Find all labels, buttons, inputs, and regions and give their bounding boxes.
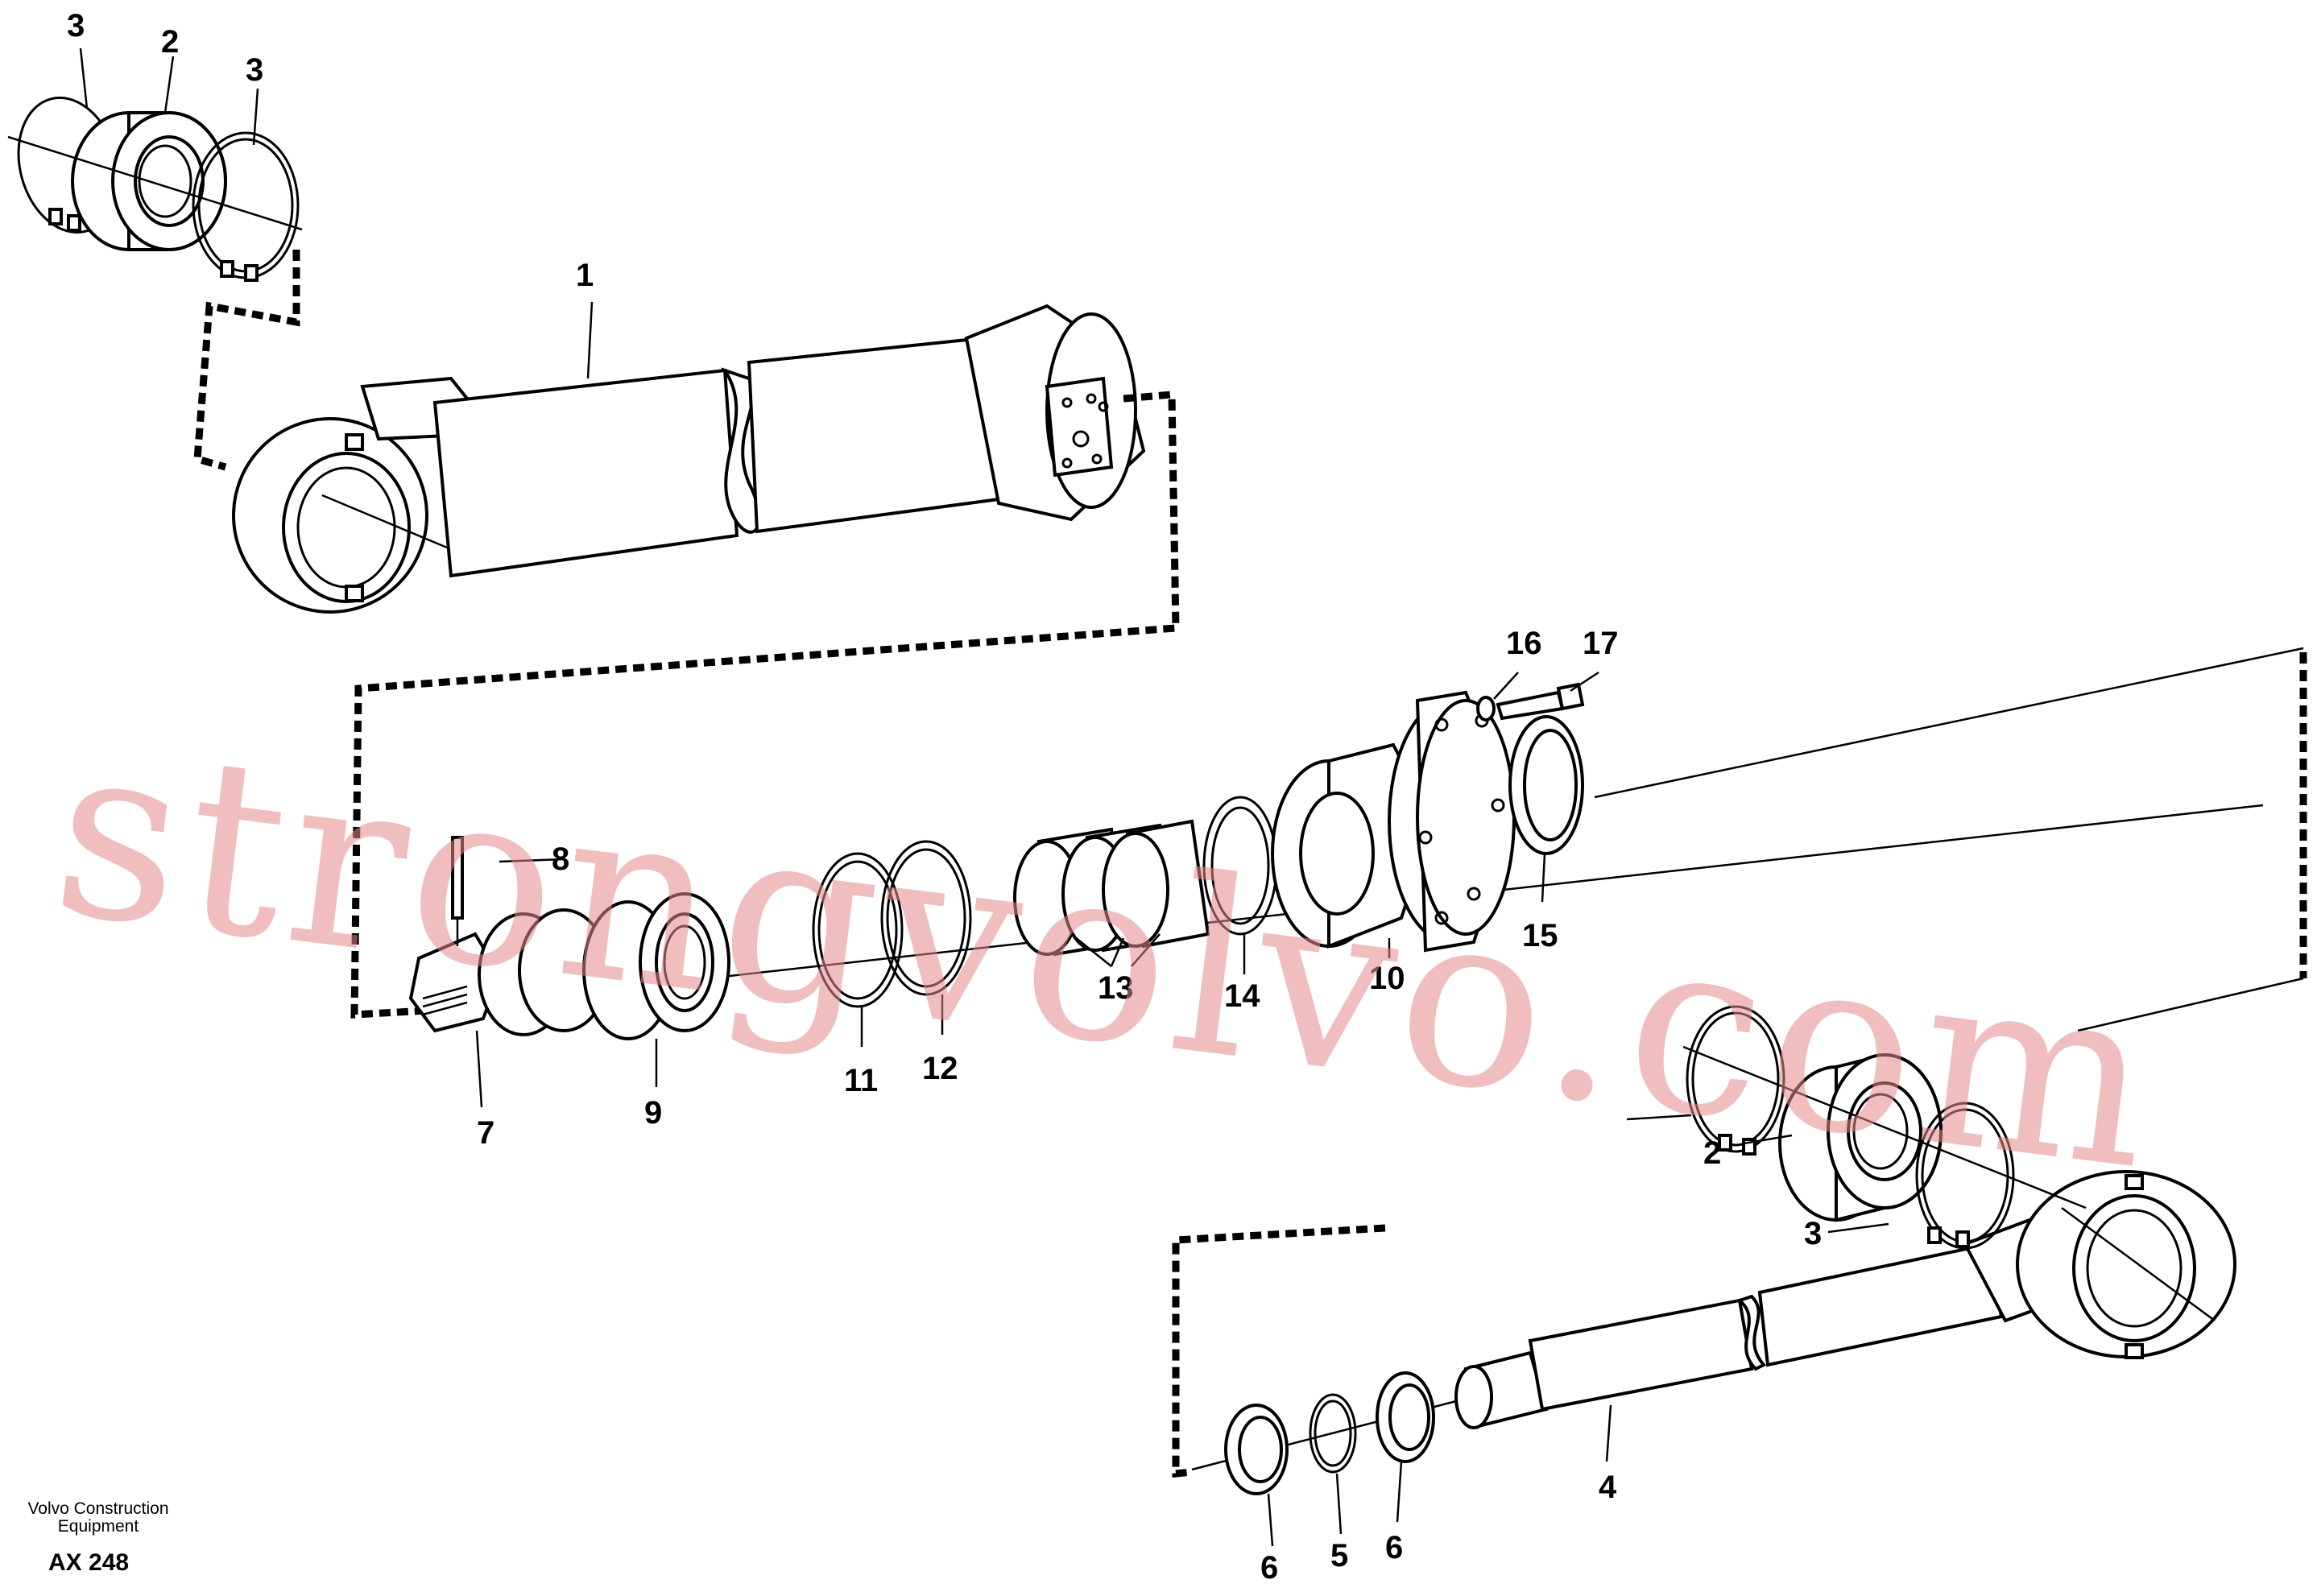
piston-rod — [1454, 1170, 2236, 1429]
callout-13: 13 — [1098, 970, 1134, 1006]
callout-11: 11 — [844, 1063, 878, 1098]
circlip-lower-right — [1915, 1102, 2015, 1250]
callout-6: 6 — [1385, 1530, 1403, 1565]
cylinder-tube — [232, 304, 1146, 614]
piston — [582, 892, 730, 1040]
guide-bushings — [1013, 819, 1210, 957]
callout-14: 14 — [1224, 978, 1260, 1014]
screw — [1496, 682, 1585, 721]
callout-3: 3 — [67, 8, 85, 43]
seal-ring-right — [1376, 1371, 1435, 1463]
drawing-code: AX 248 — [48, 1549, 129, 1576]
callout-9: 9 — [644, 1095, 662, 1131]
cylinder-head — [1271, 690, 1516, 953]
locking-pin — [451, 836, 464, 946]
o-ring — [1309, 1393, 1357, 1474]
company-name-line1: Volvo Construction — [27, 1499, 168, 1518]
callout-6: 6 — [1260, 1550, 1278, 1586]
spherical-bearing-lower — [1778, 1052, 1943, 1222]
spherical-bearing-top — [71, 111, 227, 251]
callout-15: 15 — [1522, 918, 1558, 953]
washer — [1476, 696, 1496, 722]
callout-16: 16 — [1506, 626, 1542, 661]
rod-seal — [1508, 715, 1584, 855]
callout-8: 8 — [552, 841, 569, 877]
watermark: strongvolvo.com — [41, 688, 2172, 1224]
callout-5: 5 — [1330, 1538, 1348, 1573]
piston-nut — [408, 908, 610, 1036]
callout-10: 10 — [1369, 961, 1405, 996]
callout-12: 12 — [922, 1051, 958, 1086]
piston-seal — [812, 852, 904, 1008]
seal-ring-left — [1224, 1404, 1289, 1495]
guide-ring — [880, 840, 972, 996]
callout-3: 3 — [1804, 1216, 1822, 1251]
circlip-lower-left — [1686, 1005, 1785, 1156]
company-name-line2: Equipment — [58, 1517, 139, 1536]
callout-2: 2 — [1703, 1135, 1721, 1171]
callout-3: 3 — [246, 52, 263, 88]
circlip-top-right — [192, 131, 300, 282]
callout-4: 4 — [1599, 1470, 1617, 1505]
callout-7: 7 — [477, 1115, 494, 1151]
callout-2: 2 — [161, 24, 179, 60]
callout-1: 1 — [576, 258, 594, 293]
callout-17: 17 — [1583, 626, 1619, 661]
